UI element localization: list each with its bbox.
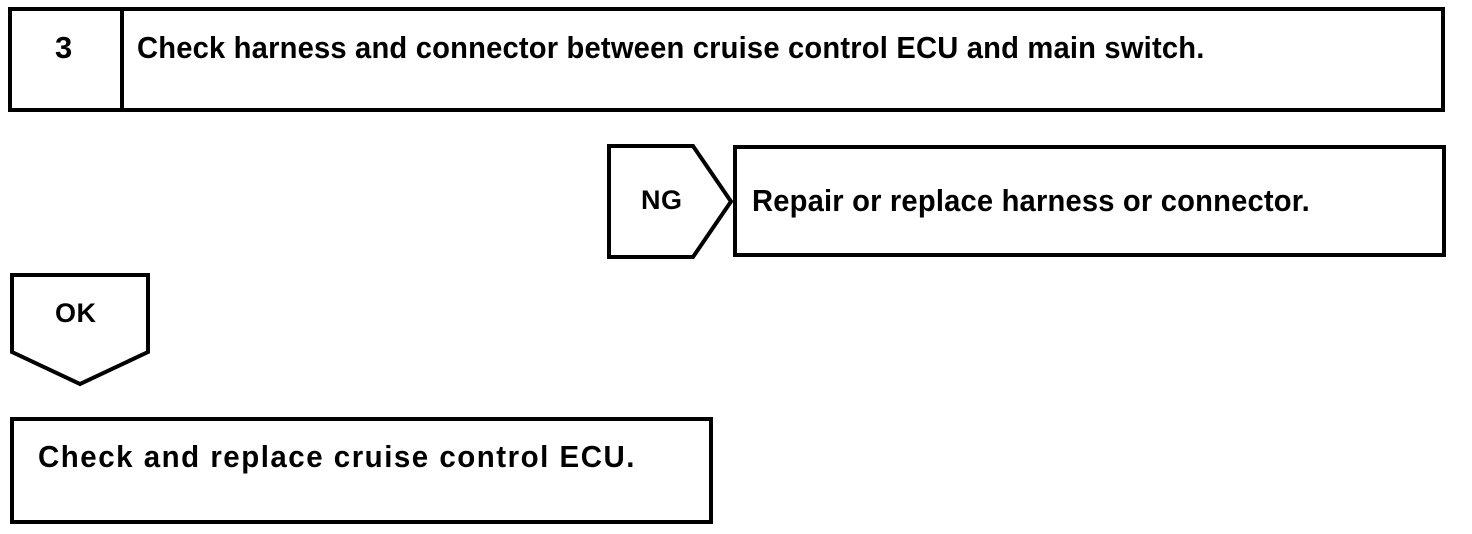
ok-result-text: Check and replace cruise control ECU. bbox=[38, 439, 636, 474]
step-number: 3 bbox=[55, 30, 73, 65]
ok-arrow-shape bbox=[10, 273, 150, 387]
step-instruction-text: Check harness and connector between crui… bbox=[137, 30, 1205, 65]
ng-result-text: Repair or replace harness or connector. bbox=[752, 183, 1310, 218]
ok-arrow-label: OK bbox=[55, 298, 97, 328]
ng-result-box bbox=[733, 145, 1446, 257]
ng-arrow-shape bbox=[607, 144, 734, 259]
ng-arrow-label: NG bbox=[641, 185, 683, 215]
step-box bbox=[8, 7, 1445, 112]
ok-result-box bbox=[10, 417, 713, 524]
step-box-cell-divider bbox=[120, 11, 124, 108]
